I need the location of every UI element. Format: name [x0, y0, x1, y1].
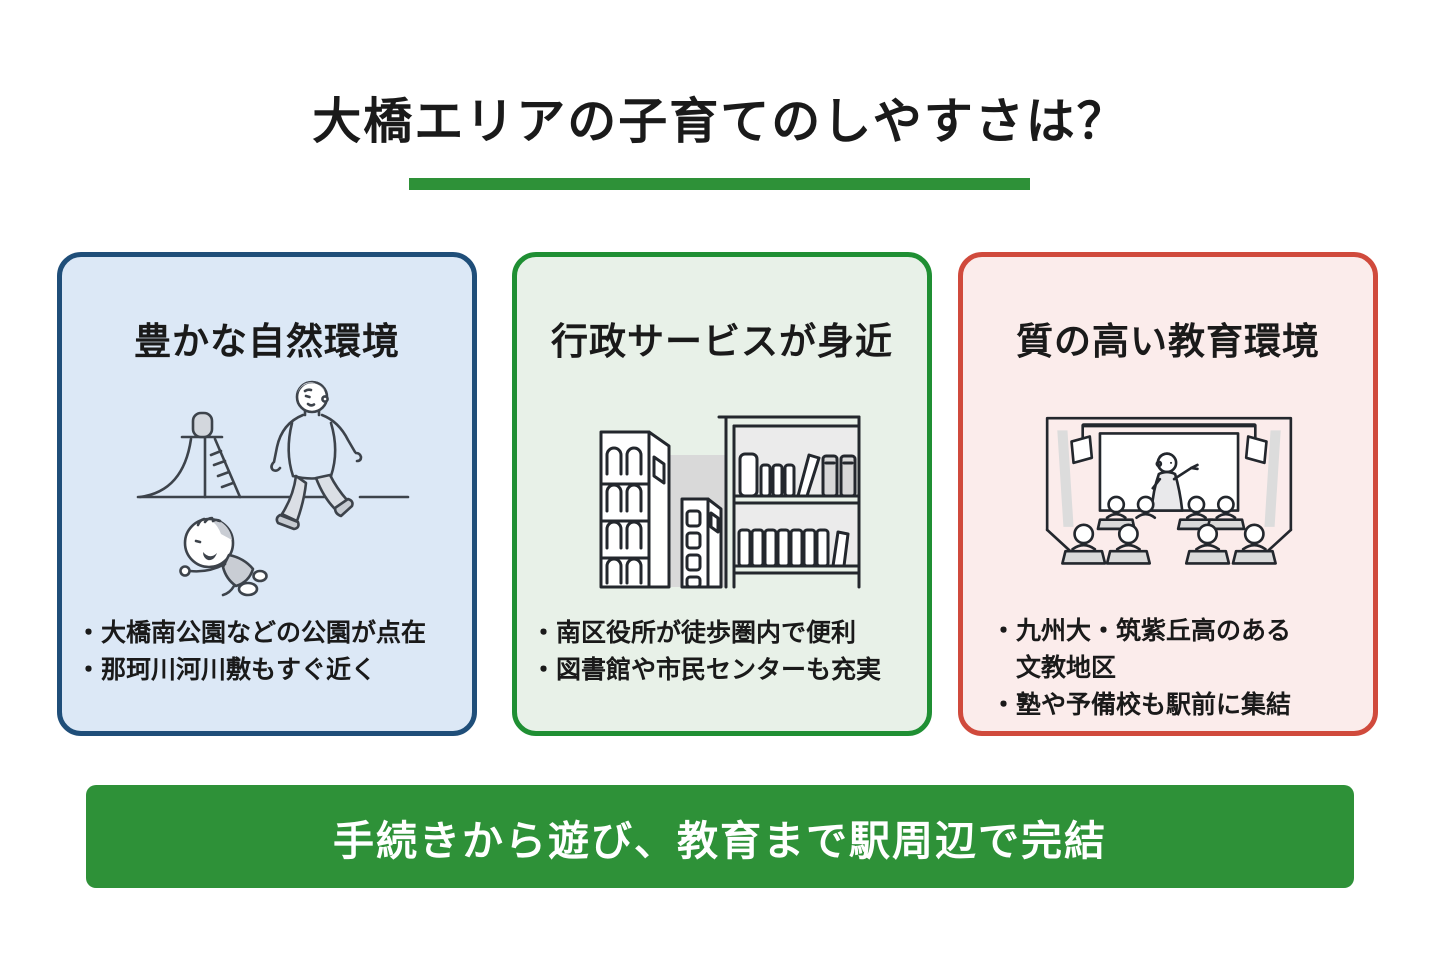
bullet-line: ・那珂川河川敷もすぐ近く: [76, 656, 377, 684]
bullet-line: ・九州大・筑紫丘高のある: [991, 617, 1292, 645]
bullet-line: ・大橋南公園などの公園が点在: [76, 619, 427, 647]
park-family-icon: [136, 380, 410, 597]
card-education-title: 質の高い教育環境: [1016, 321, 1320, 362]
card-nature: 豊かな自然環境: [57, 252, 477, 736]
classroom-icon: [1045, 416, 1293, 565]
conclusion-banner-text: 手続きから遊び、教育まで駅周辺で完結: [333, 817, 1107, 864]
bullet-line: 文教地区: [991, 654, 1117, 682]
bullet-line: ・南区役所が徒歩圏内で便利: [531, 619, 857, 647]
city-hall-library-icon: [599, 415, 861, 589]
card-education: 質の高い教育環境: [958, 252, 1378, 736]
bullet-line: ・塾や予備校も駅前に集結: [991, 691, 1292, 719]
conclusion-banner: 手続きから遊び、教育まで駅周辺で完結: [86, 785, 1354, 888]
card-government: 行政サービスが身近: [512, 252, 932, 736]
card-government-title: 行政サービスが身近: [551, 321, 893, 362]
bullet-line: ・図書館や市民センターも充実: [531, 656, 882, 684]
card-government-bullets: ・南区役所が徒歩圏内で便利 ・図書館や市民センターも充実: [531, 615, 881, 689]
card-nature-bullets: ・大橋南公園などの公園が点在 ・那珂川河川敷もすぐ近く: [76, 615, 426, 689]
card-education-bullets: ・九州大・筑紫丘高のある 文教地区 ・塾や予備校も駅前に集結: [991, 613, 1291, 724]
park-family-illustration: [124, 361, 420, 605]
card-nature-title: 豊かな自然環境: [134, 321, 400, 362]
page-title: 大橋エリアの子育てのしやすさは？: [312, 95, 1128, 149]
city-hall-library-illustration: [585, 397, 865, 601]
classroom-illustration: [1037, 409, 1301, 599]
title-underline: [409, 178, 1030, 190]
